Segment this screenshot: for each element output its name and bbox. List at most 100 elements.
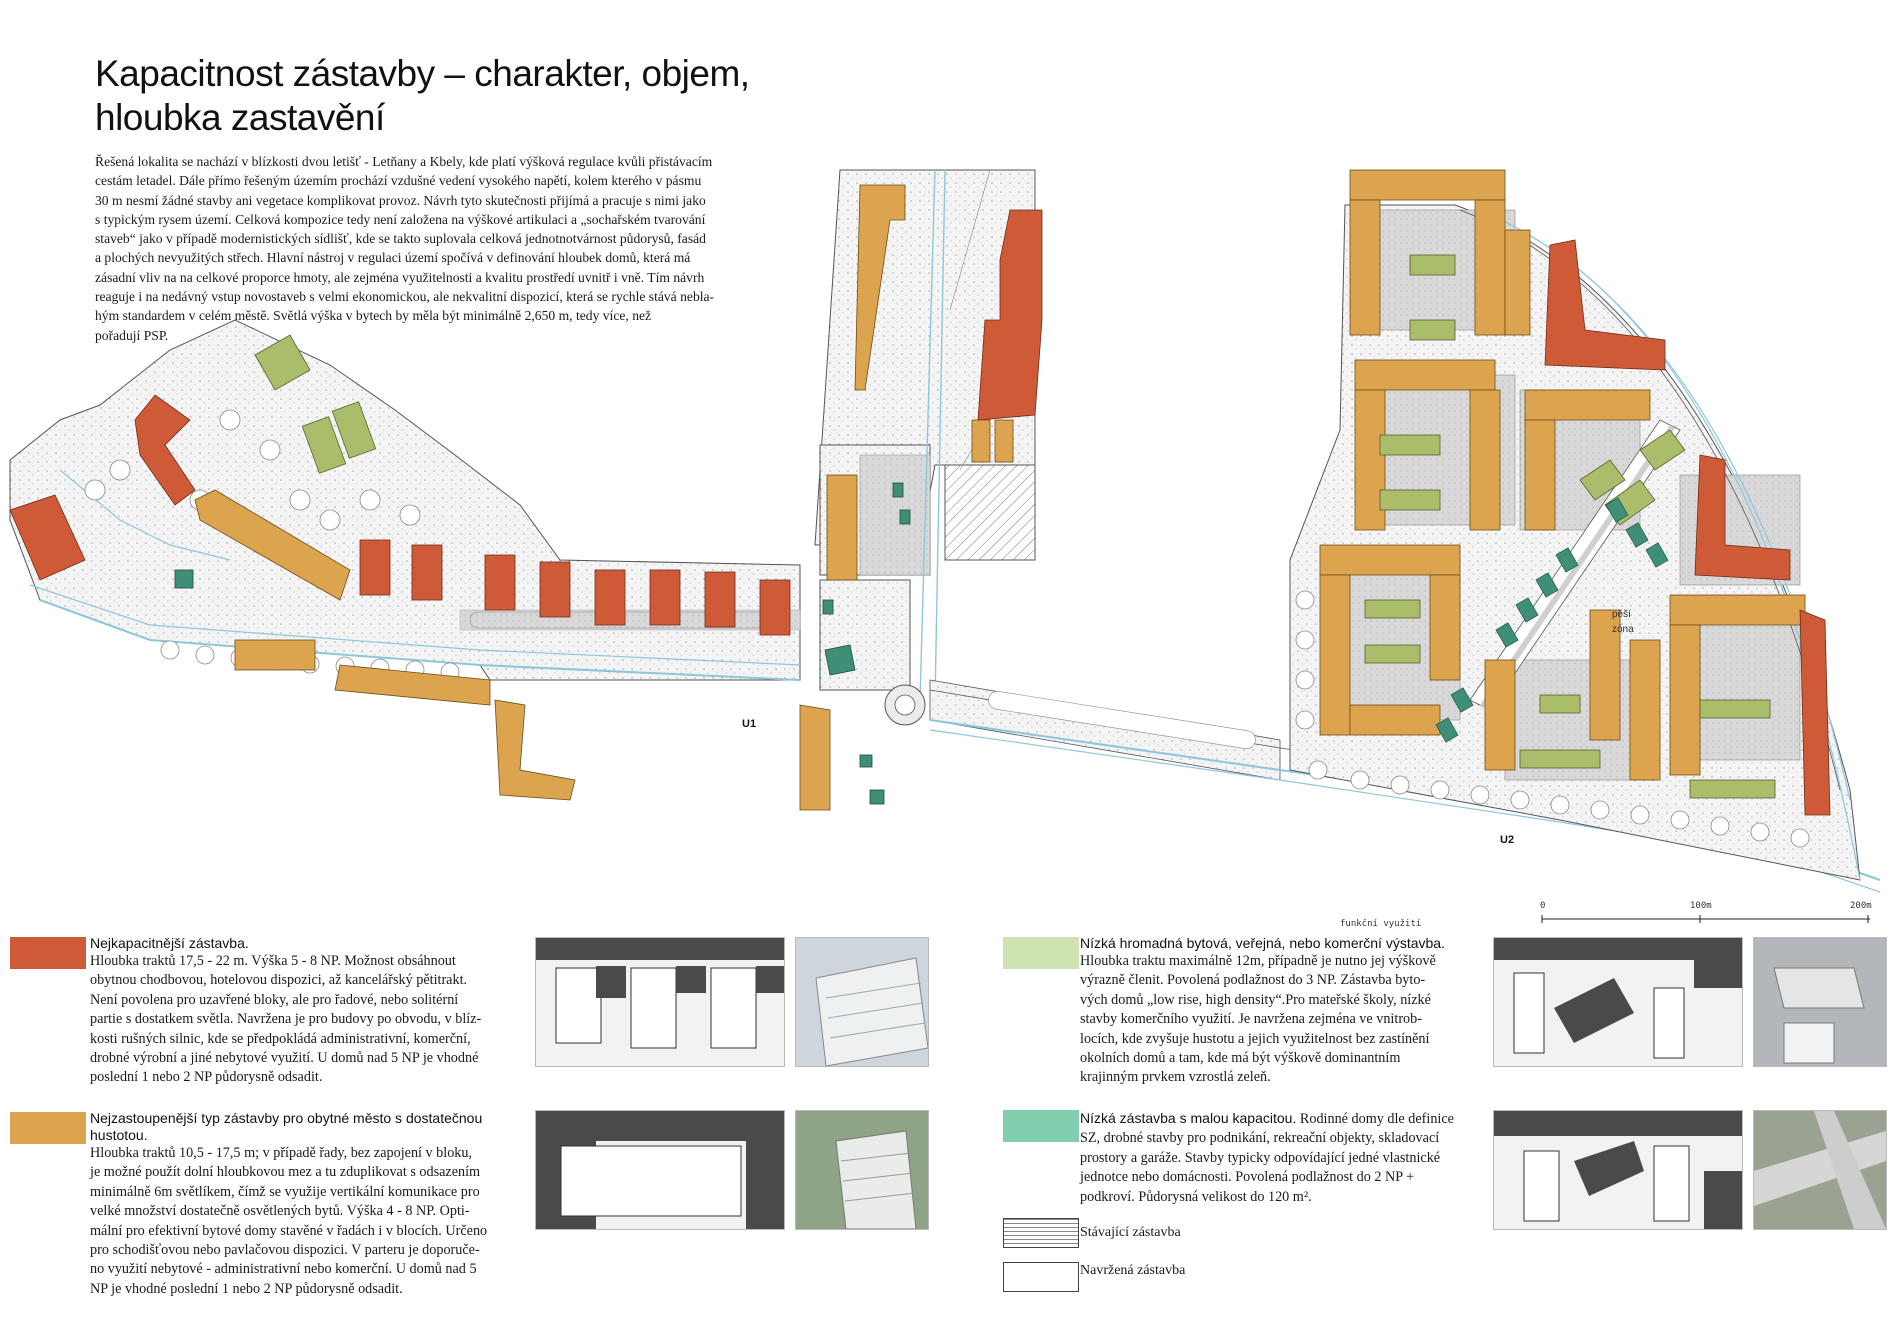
legend-line: Hloubka traktů 10,5 - 17,5 m; v případě … <box>90 1145 473 1161</box>
legend-line: NP je vhodné poslední 1 nebo 2 NP půdory… <box>90 1280 403 1297</box>
legend-heading: Nízká zástavba s malou kapacitou. <box>1080 1110 1297 1126</box>
low-capacity-building <box>174 569 194 589</box>
legend-heading: Nejkapacitnější zástavba. <box>90 935 249 951</box>
legend-line: je možné použít dolní hloubkovou mez a t… <box>90 1164 481 1181</box>
roundabout-center <box>894 694 916 716</box>
legend-swatch-low-residential <box>1003 937 1079 969</box>
plan-thumbnail-high-capacity <box>535 937 785 1067</box>
legend-line: podkroví. Půdorysná velikost do 120 m². <box>1080 1188 1312 1205</box>
scale-tick-200: 200m <box>1850 901 1872 911</box>
label-u1: U1 <box>742 718 756 730</box>
intro-line: Řešená lokalita se nachází v blízkosti d… <box>95 154 713 169</box>
legend-line: drobné výrobní a jiné nebytové využití. … <box>90 1050 479 1067</box>
legend-line: mální pro efektivní bytové domy stavěné … <box>90 1222 488 1239</box>
render-thumbnail-low-capacity <box>1753 1110 1887 1230</box>
legend-line: Hloubka traktů 17,5 - 22 m. Výška 5 - 8 … <box>90 953 456 969</box>
typical-buildings-central <box>826 184 1014 581</box>
intro-line: cestám letadel. Dále přímo řešeným území… <box>95 173 702 189</box>
render-thumbnail-high-capacity <box>795 937 929 1067</box>
legend-body: Hloubka traktu maximálně 12m, případně j… <box>1080 952 1500 1088</box>
plan-thumbnail-graphic <box>1494 1111 1742 1229</box>
scale-tick-0: 0 <box>1540 901 1546 911</box>
high-capacity-buildings-west <box>9 394 791 636</box>
legend-line: partie s dostatkem světla. Navržena je p… <box>90 1011 482 1028</box>
legend-line: kosti rušných silnic, kde se předpokládá… <box>90 1030 471 1047</box>
legend-line: no využití nebytové - administrativní ne… <box>90 1261 477 1278</box>
render-thumbnail-low-residential <box>1753 937 1887 1067</box>
legend-line: výrazně členit. Povolená podlažnost do 3… <box>1080 972 1426 989</box>
scale-bar-graphic <box>1541 915 1870 923</box>
label-pedestrian-zone-1: pěší <box>1612 609 1631 620</box>
typical-buildings-west <box>194 489 831 811</box>
high-capacity-buildings-east <box>1544 239 1831 816</box>
intro-paragraph: Řešená lokalita se nachází v blízkosti d… <box>95 152 810 345</box>
legend-proposed-label: Navržená zástavba <box>1080 1263 1186 1278</box>
legend-line: Rodinné domy dle definice <box>1296 1111 1454 1127</box>
render-thumbnail-graphic <box>1754 1111 1886 1229</box>
high-capacity-buildings-central <box>977 209 1043 421</box>
site-plan-map: U1 U2 pěší zóna <box>9 169 1881 893</box>
intro-line: pořadují PSP. <box>95 327 169 343</box>
plan-thumbnail-graphic <box>536 1111 784 1229</box>
plan-thumbnail-typical <box>535 1110 785 1230</box>
title-line: Kapacitnost zástavby – charakter, objem, <box>95 53 750 94</box>
render-thumbnail-graphic <box>1754 938 1886 1066</box>
intro-line: 30 m nesmí žádné stavby ani vegetace kom… <box>95 192 706 208</box>
render-thumbnail-graphic <box>796 1111 928 1229</box>
legend-body: SZ, drobné stavby pro podnikání, rekreač… <box>1080 1129 1500 1207</box>
legend-low-residential: Nízká hromadná bytová, veřejná, nebo kom… <box>1080 935 1500 1088</box>
intro-line: hým standardem v celém městě. Světlá výš… <box>95 308 652 324</box>
legend-line: obytnou chodbovou, hotelovou dispozici, … <box>90 972 468 989</box>
legend-line: krajinným prvkem vzrostlá zeleň. <box>1080 1069 1271 1086</box>
legend-line: Hloubka traktu maximálně 12m, případně j… <box>1080 953 1436 969</box>
legend-line: pro schodišťovou nebo pavlačovou dispozi… <box>90 1242 480 1259</box>
legend-line: SZ, drobné stavby pro podnikání, rekreač… <box>1080 1130 1440 1147</box>
legend-line: stavby komerčního využití. Je navržena z… <box>1080 1011 1422 1028</box>
legend-heading: hustotou. <box>90 1127 148 1143</box>
legend-line: vých domů „low rise, high density“.Pro m… <box>1080 991 1431 1008</box>
legend-line: poslední 1 nebo 2 NP půdorysně odsadit. <box>90 1069 323 1086</box>
label-pedestrian-zone-2: zóna <box>1612 624 1634 635</box>
legend-typical: Nejzastoupenější typ zástavby pro obytné… <box>90 1110 530 1299</box>
legend-low-capacity: Nízká zástavba s malou kapacitou. Rodinn… <box>1080 1110 1500 1207</box>
low-residential-buildings-east <box>1364 254 1776 799</box>
low-capacity-buildings-central <box>822 482 911 805</box>
legend-high-capacity: Nejkapacitnější zástavba. Hloubka traktů… <box>90 935 530 1088</box>
render-thumbnail-graphic <box>796 938 928 1066</box>
scale-tick-100: 100m <box>1690 901 1712 911</box>
legend-heading: Nízká hromadná bytová, veřejná, nebo kom… <box>1080 935 1445 951</box>
legend-first-line: Nízká zástavba s malou kapacitou. Rodinn… <box>1080 1110 1500 1129</box>
legend-swatch-existing <box>1003 1218 1079 1248</box>
title-line: hloubka zastavění <box>95 97 385 138</box>
legend-existing-label: Stávající zástavba <box>1080 1225 1181 1240</box>
legend-line: jednotce nebo domácnosti. Povolená podla… <box>1080 1169 1415 1186</box>
page-title: Kapacitnost zástavby – charakter, objem,… <box>95 52 795 140</box>
intro-line: a plochých nevyužitých střech. Hlavní ná… <box>95 250 691 266</box>
legend-line: Není povolena pro uzavřené bloky, ale pr… <box>90 991 459 1008</box>
plan-thumbnail-graphic <box>1494 938 1742 1059</box>
low-residential-buildings-west <box>254 334 377 474</box>
typical-buildings-east <box>1319 169 1806 781</box>
intro-line: reaguje i na nedávný vstup novostaveb s … <box>95 289 715 305</box>
render-thumbnail-typical <box>795 1110 929 1230</box>
intro-line: staveb“ jako v případě modernistických s… <box>95 231 706 247</box>
west-district <box>9 319 801 682</box>
plan-thumbnail-low-residential <box>1493 937 1743 1067</box>
label-u2: U2 <box>1500 834 1514 846</box>
legend-swatch-proposed <box>1003 1262 1079 1292</box>
legend-line: prostory a garáže. Stavby typicky odpoví… <box>1080 1149 1441 1166</box>
plan-thumbnail-low-capacity <box>1493 1110 1743 1230</box>
low-capacity-buildings-east <box>1435 497 1669 743</box>
intro-line: zásadní vliv na na celkové proporce hmot… <box>95 269 705 285</box>
legend-heading: Nejzastoupenější typ zástavby pro obytné… <box>90 1110 483 1126</box>
legend-swatch-low-capacity <box>1003 1110 1079 1142</box>
legend-swatch-typical <box>10 1112 86 1144</box>
legend-line: locích, kde zvyšuje hustotu a jejich vyu… <box>1080 1030 1430 1047</box>
legend-swatch-high-capacity <box>10 937 86 969</box>
intro-line: s typickým rysem území. Celková kompozic… <box>95 211 706 227</box>
plan-thumbnail-graphic <box>536 938 784 1049</box>
legend-line: minimálně 6m světlíkem, čímž se využije … <box>90 1183 480 1200</box>
functional-use-label: funkční využití <box>1340 919 1422 929</box>
legend-body: Hloubka traktů 10,5 - 17,5 m; v případě … <box>90 1144 530 1299</box>
legend-line: okolních domů a tam, kde má být výškově … <box>1080 1050 1401 1067</box>
